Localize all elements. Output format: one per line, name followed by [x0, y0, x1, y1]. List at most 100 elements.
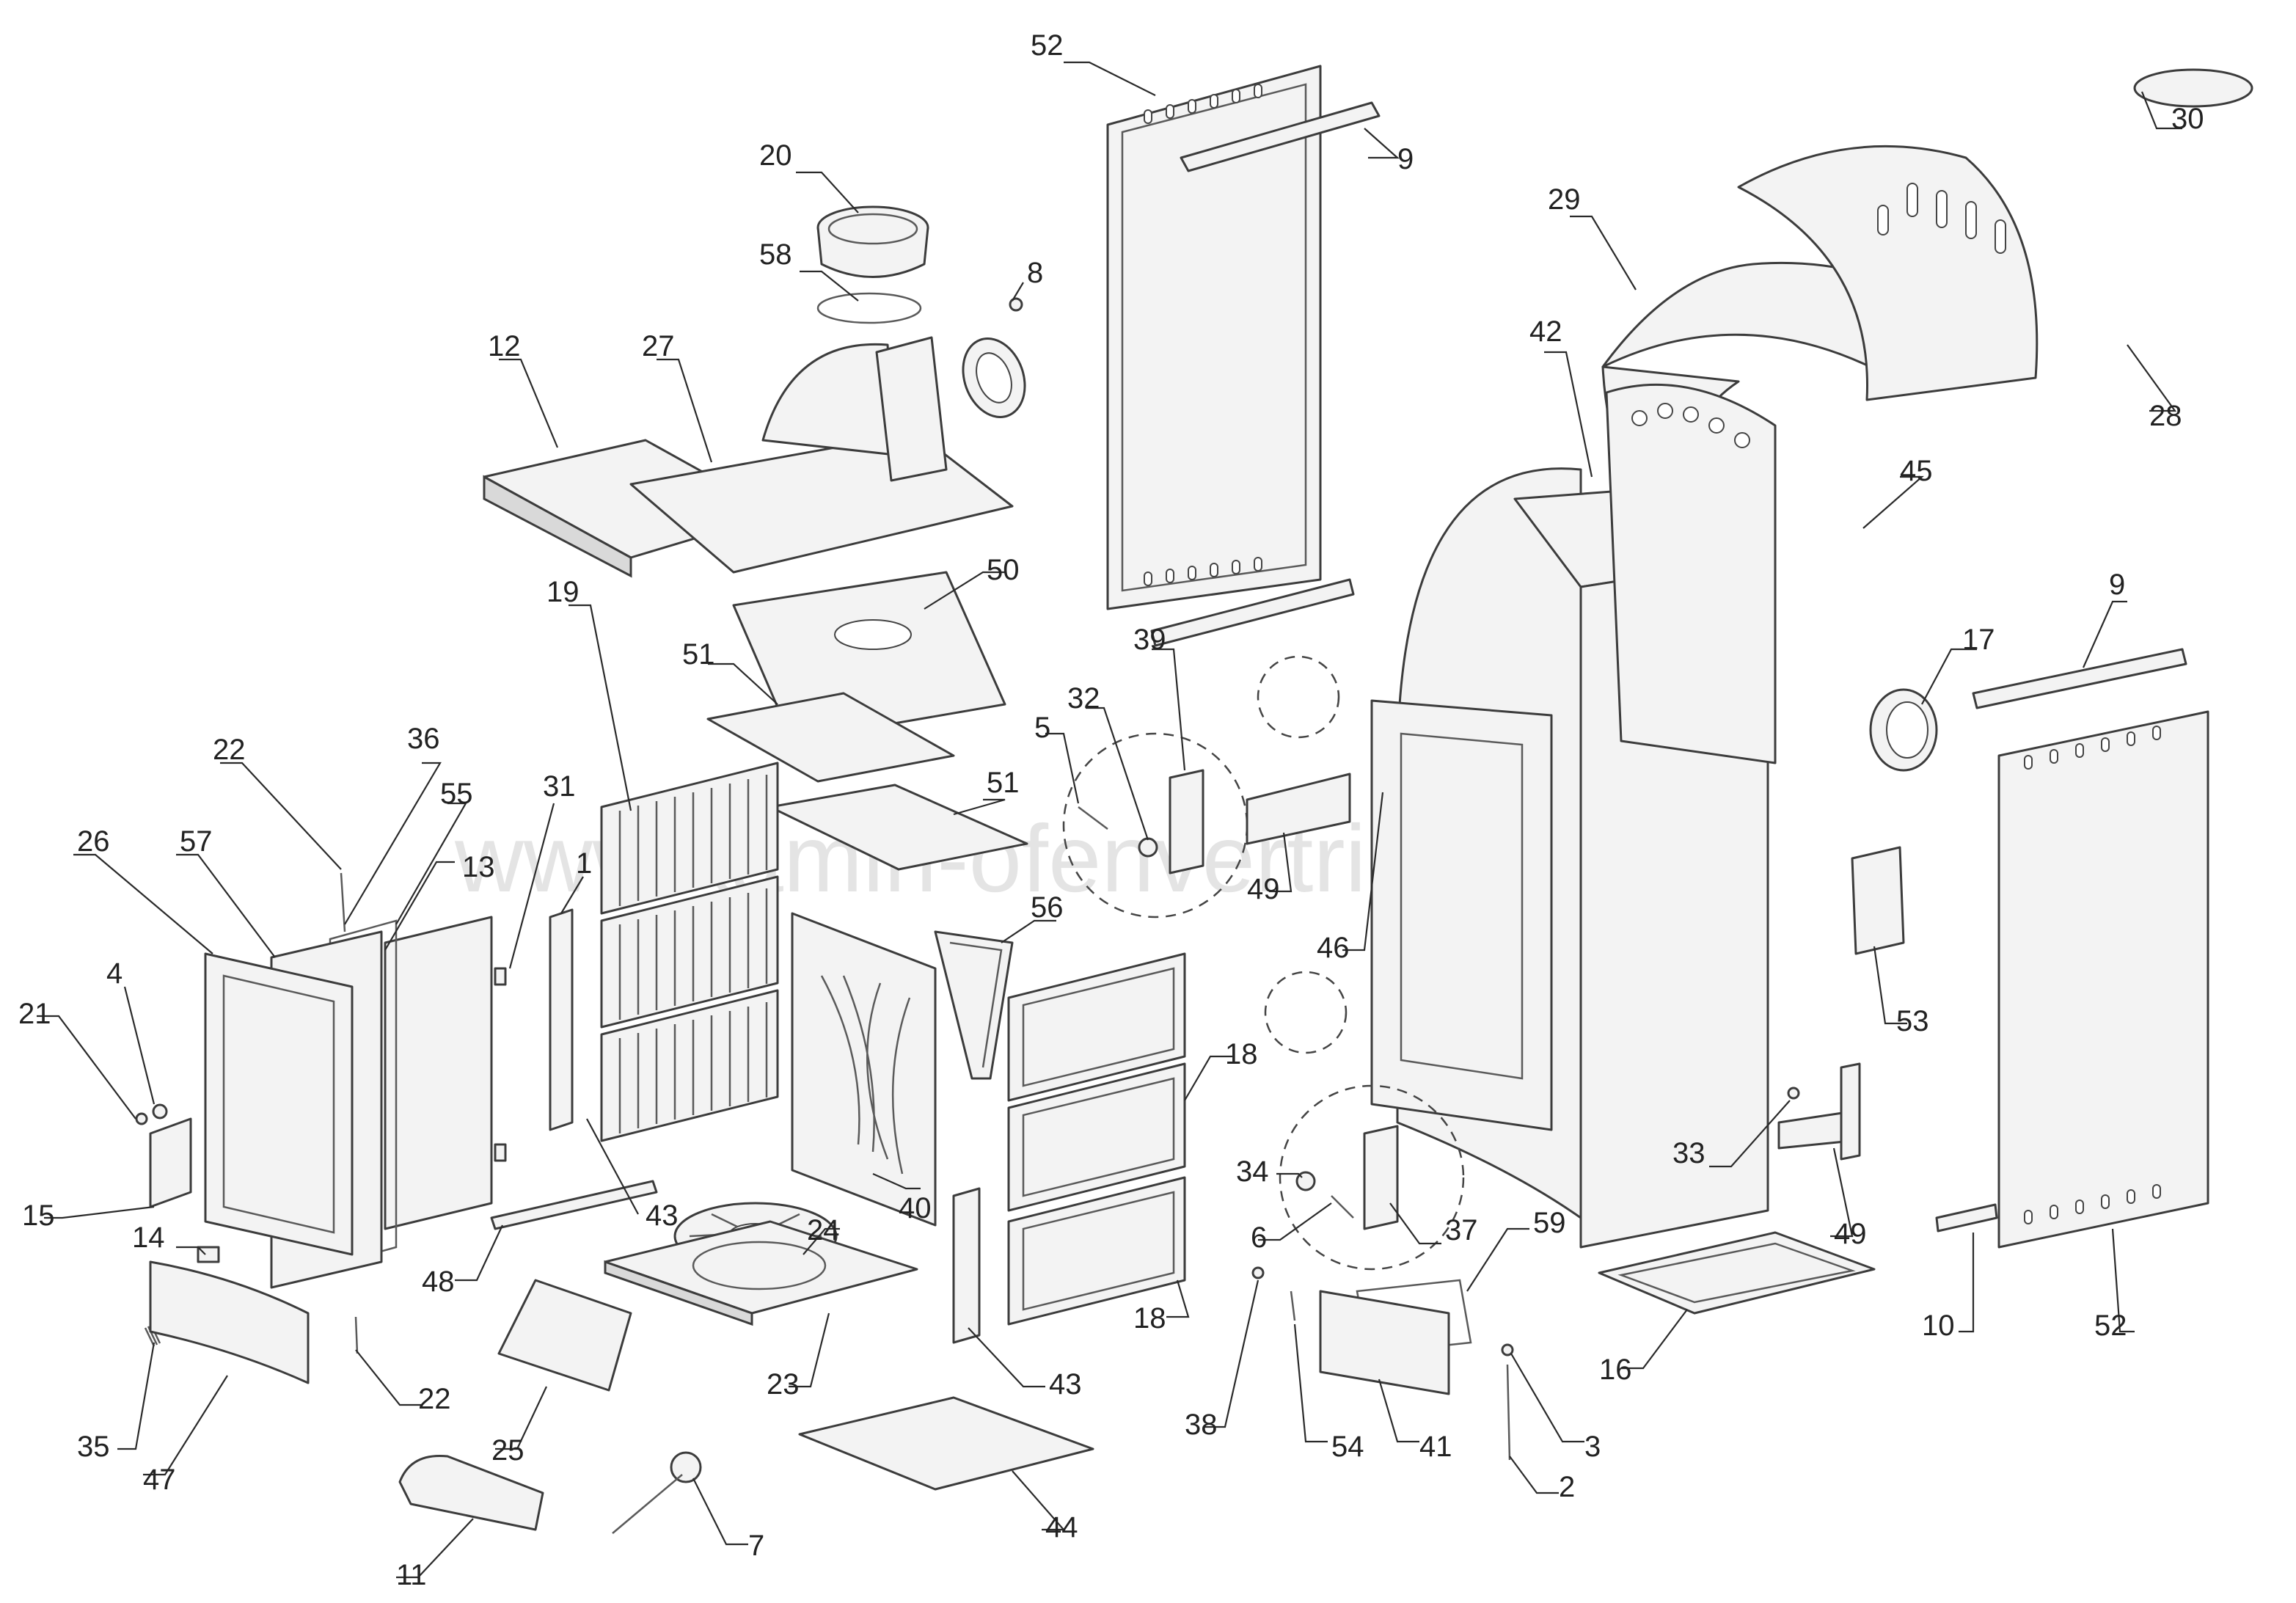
callout-55: 55 [440, 778, 473, 810]
callout-26: 26 [77, 825, 110, 858]
part-51-heat-shield-lower [769, 784, 1028, 871]
part-13-door-glass [384, 916, 493, 1230]
part-4-knob-washer [152, 1103, 168, 1120]
callout-59: 59 [1533, 1207, 1566, 1239]
callout-24: 24 [807, 1214, 840, 1246]
callout-35: 35 [77, 1431, 110, 1463]
callout-57: 57 [180, 825, 213, 858]
callout-49-upper: 49 [1247, 873, 1280, 905]
callout-48: 48 [422, 1266, 455, 1298]
part-56-log-guard [934, 930, 1014, 1080]
callout-14: 14 [132, 1222, 165, 1254]
part-40-rear-fire-plate [791, 912, 937, 1227]
callout-25: 25 [491, 1434, 524, 1467]
callout-27: 27 [642, 330, 675, 362]
part-49-hinge-lower [1777, 1062, 1861, 1161]
callout-51-lower: 51 [987, 767, 1020, 799]
callout-23: 23 [767, 1368, 800, 1401]
callout-36: 36 [407, 723, 440, 755]
callout-54: 54 [1331, 1431, 1364, 1463]
part-58-gasket-ring [816, 292, 922, 324]
callout-2: 2 [1559, 1471, 1575, 1503]
callout-6: 6 [1251, 1222, 1267, 1254]
part-16-ash-pan [1598, 1231, 1876, 1315]
part-37-hinge-detail-lower [1264, 971, 1465, 1271]
part-46-front-frame [1370, 699, 1553, 1131]
part-18-side-liner-lower [1007, 1176, 1186, 1326]
part-11-operating-handle [398, 1454, 544, 1531]
callout-49-lower: 49 [1834, 1218, 1867, 1250]
part-8-inspection-cover [962, 297, 1026, 418]
part-1-side-strip [549, 908, 574, 1131]
callout-50: 50 [987, 554, 1020, 586]
callout-1: 1 [576, 847, 592, 880]
callout-4: 4 [106, 957, 123, 990]
part-33-washer [1787, 1087, 1800, 1100]
callout-28: 28 [2149, 400, 2182, 432]
part-25-ash-lip [497, 1279, 632, 1392]
callout-30: 30 [2171, 103, 2204, 135]
callout-18-lower: 18 [1133, 1302, 1166, 1334]
part-49-hinge-upper [1246, 655, 1351, 845]
callout-20: 20 [759, 139, 792, 172]
callout-46: 46 [1317, 932, 1350, 964]
part-7-air-control [612, 1451, 702, 1534]
part-14-latch [197, 1246, 220, 1263]
callout-32: 32 [1067, 682, 1100, 715]
callout-9-top: 9 [1397, 143, 1414, 175]
part-43-side-strip [952, 1187, 981, 1344]
callout-18-upper: 18 [1225, 1038, 1258, 1070]
part-52-side-panel [1997, 710, 2209, 1249]
callout-52-top: 52 [1031, 29, 1064, 62]
callout-31: 31 [543, 770, 576, 803]
part-23-grate-plate [604, 1220, 918, 1326]
callout-22-lower: 22 [418, 1383, 451, 1415]
callout-56: 56 [1031, 891, 1064, 924]
callout-52-right: 52 [2094, 1310, 2127, 1342]
part-26-door-frame [204, 952, 354, 1256]
callout-labels: 52 9 30 20 29 8 58 12 27 42 28 45 50 9 1… [18, 29, 2204, 1591]
callout-34: 34 [1236, 1155, 1269, 1188]
callout-19: 19 [546, 576, 580, 608]
part-45-rear-arch-panel [1605, 383, 1777, 764]
callout-13: 13 [462, 851, 495, 883]
part-27-top-plate [629, 336, 1014, 574]
callout-16: 16 [1599, 1354, 1632, 1386]
part-3-hinge-bush [1501, 1343, 1514, 1356]
callout-40: 40 [899, 1192, 932, 1224]
part-38-ash-door-screw [1251, 1266, 1265, 1279]
callout-11: 11 [396, 1559, 427, 1591]
callout-5: 5 [1034, 712, 1050, 744]
callout-3: 3 [1584, 1431, 1601, 1463]
callout-37: 37 [1445, 1214, 1478, 1246]
part-2-hinge-rod [1506, 1364, 1511, 1461]
part-6-pin [1331, 1195, 1354, 1219]
callout-7: 7 [748, 1530, 764, 1562]
leader-lines [37, 61, 2182, 1579]
part-52-back-side-panel [1106, 65, 1322, 610]
callout-38: 38 [1185, 1409, 1218, 1441]
callout-12: 12 [488, 330, 521, 362]
callout-43-strip: 43 [1049, 1368, 1082, 1401]
callout-15: 15 [22, 1199, 55, 1232]
callout-39: 39 [1133, 624, 1166, 656]
part-39-hinge-detail [1062, 732, 1248, 919]
part-41-ash-door [1319, 1290, 1450, 1395]
callout-51-upper: 51 [682, 638, 715, 671]
callout-53: 53 [1896, 1005, 1929, 1037]
part-54-ash-door-latch [1290, 1290, 1296, 1321]
callout-17: 17 [1962, 624, 1995, 656]
callout-9-right: 9 [2109, 569, 2125, 601]
part-50-flue-baffle [732, 571, 1006, 742]
part-53-rating-plate [1851, 846, 1905, 955]
callout-47: 47 [143, 1464, 176, 1496]
callout-43-liner: 43 [646, 1199, 679, 1232]
part-17-convection-ring [1869, 688, 1938, 772]
part-21-knob-screw [135, 1112, 148, 1125]
callout-33: 33 [1672, 1137, 1705, 1169]
part-9-side-rail [1972, 648, 2187, 709]
callout-29: 29 [1548, 183, 1581, 216]
callout-58: 58 [759, 238, 792, 271]
part-32-hinge-bush [1138, 837, 1158, 858]
